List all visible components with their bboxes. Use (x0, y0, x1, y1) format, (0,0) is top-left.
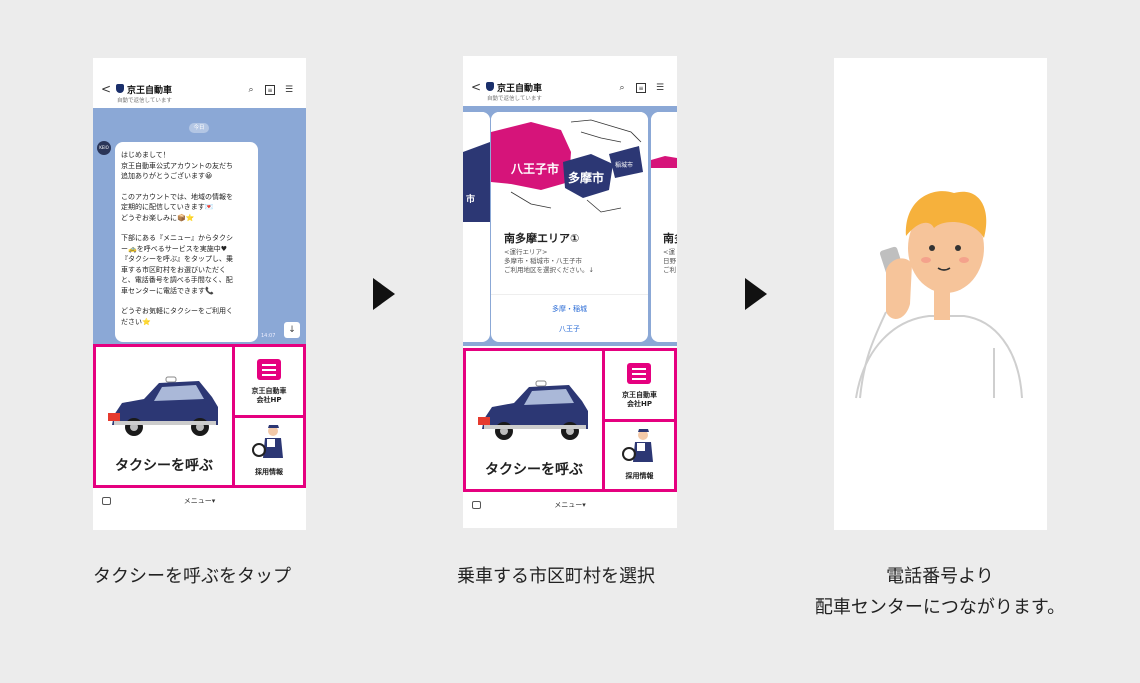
notes-icon[interactable]: ≡ (636, 83, 646, 93)
call-taxi-label: タクシーを呼ぶ (485, 462, 583, 478)
taxi-car-icon (108, 376, 218, 436)
carousel-card-minami-tama[interactable]: 八王子市 多摩市 稲城市 南多摩エリア① <運行エリア> 多摩市・稲城市・八王子… (491, 112, 648, 342)
account-name: 京王自動車 (497, 84, 543, 94)
chat-header: < 京王自動車 自動で返信しています ⌕ ≡ ☰ (463, 56, 677, 106)
message-paragraph: 下部にある『メニュー』からタクシ ー🚕を呼べるサービスを実施中♥ 『タクシーを呼… (121, 234, 233, 295)
caption-step2: 乗車する市区町村を選択 (457, 566, 655, 587)
list-icon (627, 363, 651, 384)
avatar[interactable]: KEIO (97, 141, 111, 155)
map-label-partial: 市 (466, 195, 476, 205)
bottom-menu-bar: メニュー▾ (93, 488, 306, 514)
driver-person-icon (622, 429, 653, 462)
message-paragraph: はじめまして！ 京王自動車公式アカウントの友だち 追加ありがとうございます😀 (121, 151, 233, 180)
chat-header: < 京王自動車 自動で返信しています ⌕ ≡ ☰ (93, 58, 306, 108)
company-hp-label: 京王自動車 会社HP (251, 387, 287, 404)
phone-screen-step1: < 京王自動車 自動で返信しています ⌕ ≡ ☰ 今日 KEIO はじめまして！… (93, 58, 306, 530)
hamburger-menu-icon[interactable]: ☰ (284, 85, 294, 95)
back-icon[interactable]: < (471, 80, 482, 94)
option-hachioji[interactable]: 八王子 (559, 325, 580, 333)
back-icon[interactable]: < (101, 82, 112, 96)
recruit-label: 採用情報 (255, 468, 283, 476)
recruit-label: 採用情報 (625, 472, 654, 480)
account-name: 京王自動車 (127, 86, 173, 96)
message-bubble: はじめまして！ 京王自動車公式アカウントの友だち 追加ありがとうございます😀 こ… (115, 142, 258, 342)
area-map (463, 112, 490, 222)
menu-toggle[interactable]: メニュー▾ (183, 497, 216, 505)
chat-area[interactable]: 今日 KEIO はじめまして！ 京王自動車公式アカウントの友だち 追加ありがとう… (93, 108, 306, 344)
call-taxi-button[interactable]: タクシーを呼ぶ (96, 347, 232, 485)
taxi-car-icon (478, 380, 588, 440)
recruit-button[interactable]: 採用情報 (605, 422, 674, 489)
area-map (651, 112, 677, 222)
caption-step3-line1: 電話番号より (886, 566, 994, 587)
search-icon[interactable]: ⌕ (248, 85, 254, 95)
hamburger-menu-icon[interactable]: ☰ (655, 83, 665, 93)
keyboard-icon[interactable] (472, 501, 481, 509)
recruit-button[interactable]: 採用情報 (235, 418, 303, 485)
call-taxi-label: タクシーを呼ぶ (115, 458, 213, 474)
driver-person-icon (252, 425, 283, 458)
card-title-partial: 南多 (663, 232, 677, 245)
account-status: 自動で返信しています (487, 96, 542, 102)
map-label-inagi: 稲城市 (615, 162, 634, 169)
person-on-phone-illustration (855, 191, 1023, 399)
rich-menu: タクシーを呼ぶ 京王自動車 会社HP 採用情報 (93, 344, 306, 488)
carousel-card-prev[interactable]: 市 (463, 112, 490, 342)
notes-icon[interactable]: ≡ (265, 85, 275, 95)
divider (491, 294, 648, 295)
shield-icon (116, 84, 124, 93)
phone-screen-step3 (834, 58, 1047, 530)
map-label-hachioji: 八王子市 (511, 162, 560, 176)
scroll-down-arrow-icon[interactable]: ↓ (284, 322, 300, 338)
card-title: 南多摩エリア① (504, 232, 580, 245)
company-hp-button[interactable]: 京王自動車 会社HP (605, 351, 674, 419)
area-map (491, 112, 648, 222)
menu-toggle[interactable]: メニュー▾ (554, 501, 586, 509)
message-paragraph: このアカウントでは、地域の情報を 定期的に配信していきます💌 どうぞお楽しみに📦… (121, 192, 233, 222)
area-carousel[interactable]: 市 八王子市 多摩市 稲城市 南多摩エリア① <運行エリア> 多摩市・稲城市・八… (463, 106, 677, 346)
step-arrow-icon (745, 278, 767, 310)
card-body-partial: <運 日野 ご利 (663, 248, 676, 274)
keyboard-icon[interactable] (102, 497, 111, 505)
call-taxi-button[interactable]: タクシーを呼ぶ (466, 351, 602, 489)
phone-screen-step2: < 京王自動車 自動で返信しています ⌕ ≡ ☰ 市 八王子市 多摩市 稲 (463, 56, 677, 528)
shield-icon (486, 82, 494, 91)
caption-step1: タクシーを呼ぶをタップ (93, 566, 291, 587)
rich-menu: タクシーを呼ぶ 京王自動車 会社HP 採用情報 (463, 348, 677, 492)
company-hp-button[interactable]: 京王自動車 会社HP (235, 347, 303, 415)
bottom-menu-bar: メニュー▾ (463, 492, 677, 518)
carousel-card-next[interactable]: 南多 <運 日野 ご利 (651, 112, 677, 342)
account-status: 自動で返信しています (117, 98, 172, 104)
message-paragraph: どうぞお気軽にタクシーをご利用く ださい⭐ (121, 307, 233, 326)
option-tama-inagi[interactable]: 多摩・稲城 (552, 305, 587, 313)
caption-step3-line2: 配車センターにつながります。 (814, 597, 1066, 618)
company-hp-label: 京王自動車 会社HP (622, 391, 657, 408)
message-time: 14:07 (261, 333, 276, 339)
step-arrow-icon (373, 278, 395, 310)
list-icon (257, 359, 281, 380)
map-label-tama: 多摩市 (568, 171, 605, 185)
card-body: <運行エリア> 多摩市・稲城市・八王子市 ご利用地区を選択ください。↓ (504, 248, 594, 274)
date-badge: 今日 (189, 123, 209, 133)
search-icon[interactable]: ⌕ (619, 83, 625, 93)
